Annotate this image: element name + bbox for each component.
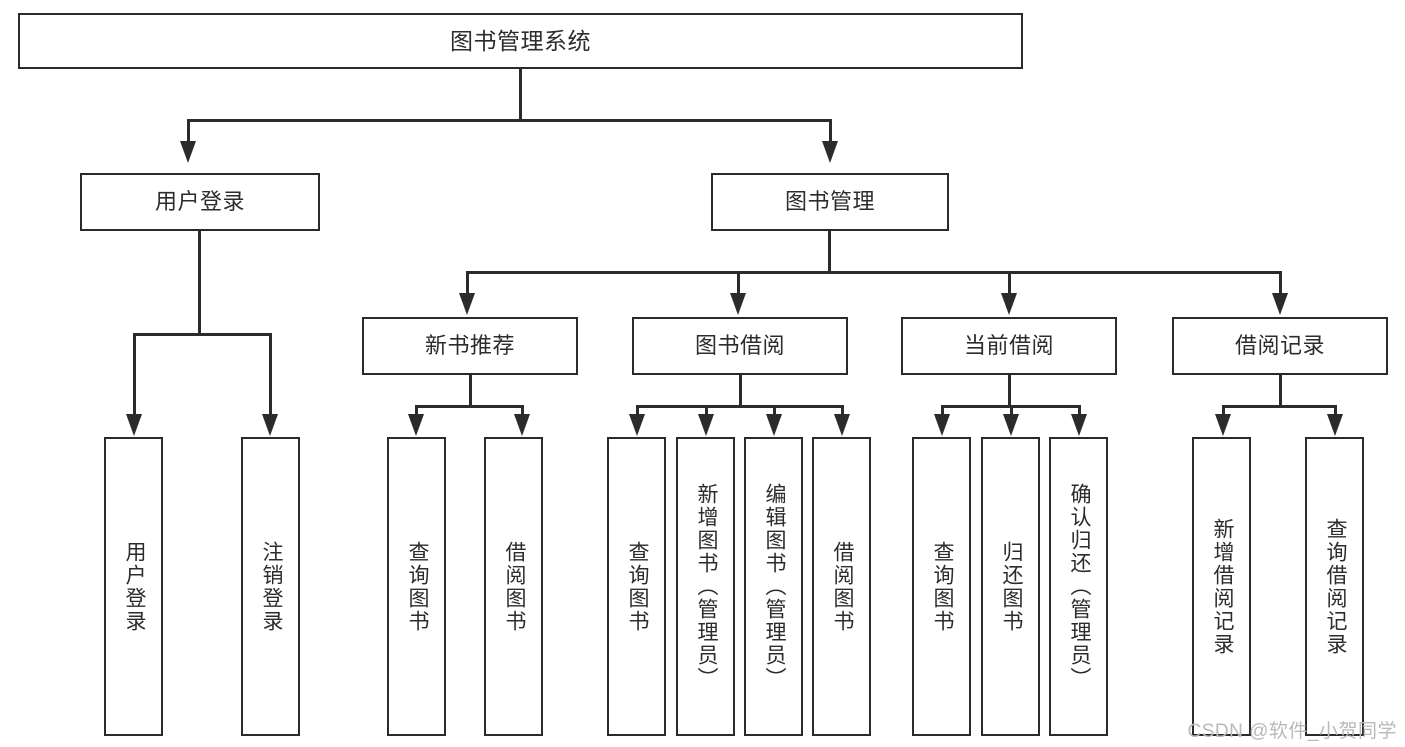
leaf-current-borrow-confirm[interactable]: 确认归还（管理员） (1049, 437, 1108, 736)
arrow-book-borrow-to-leaf-4 (834, 414, 850, 436)
connector-new-book-to-leaf-2 (521, 405, 524, 417)
connector-user-login-stem (198, 231, 201, 335)
connector-borrow-record-to-leaf-2 (1334, 405, 1337, 417)
node-label: 查询借阅记录 (1323, 517, 1347, 656)
leaf-current-borrow-query[interactable]: 查询图书 (912, 437, 971, 736)
arrow-root-to-user-login (180, 141, 196, 163)
node-label: 新增图书（管理员） (694, 483, 718, 690)
leaf-user-login-logout[interactable]: 注销登录 (241, 437, 300, 736)
connector-current-borrow-to-leaf-2 (1010, 405, 1013, 417)
arrow-current-borrow-to-leaf-1 (934, 414, 950, 436)
arrow-borrow-record-to-leaf-2 (1327, 414, 1343, 436)
arrow-root-to-book-manage (822, 141, 838, 163)
arrow-book-borrow-to-leaf-3 (766, 414, 782, 436)
node-book-borrow[interactable]: 图书借阅 (632, 317, 848, 375)
arrow-new-book-to-leaf-1 (408, 414, 424, 436)
leaf-book-borrow-edit[interactable]: 编辑图书（管理员） (744, 437, 803, 736)
leaf-new-book-query[interactable]: 查询图书 (387, 437, 446, 736)
leaf-new-book-borrow[interactable]: 借阅图书 (484, 437, 543, 736)
node-label: 新增借阅记录 (1210, 517, 1234, 656)
node-current-borrow[interactable]: 当前借阅 (901, 317, 1117, 375)
arrow-book-borrow-to-leaf-2 (698, 414, 714, 436)
node-label: 查询图书 (625, 540, 649, 633)
connector-book-borrow-stem (739, 375, 742, 407)
connector-borrow-record-bus (1222, 405, 1337, 408)
connector-book-manage-stem (828, 231, 831, 273)
connector-current-borrow-to-leaf-3 (1078, 405, 1081, 417)
connector-to-borrow-record (1279, 271, 1282, 296)
connector-user-login-to-leaf-2 (269, 333, 272, 417)
watermark: CSDN @软件_小贺同学 (1187, 721, 1397, 742)
node-label: 借阅记录 (1234, 333, 1325, 359)
arrow-borrow-record-to-leaf-1 (1215, 414, 1231, 436)
connector-new-book-bus (415, 405, 523, 408)
connector-user-login-bus (133, 333, 271, 336)
node-borrow-record[interactable]: 借阅记录 (1172, 317, 1388, 375)
connector-book-borrow-to-leaf-2 (705, 405, 708, 417)
node-new-book-recommend[interactable]: 新书推荐 (362, 317, 578, 375)
connector-book-borrow-bus (636, 405, 844, 408)
node-label: 图书管理 (784, 189, 875, 215)
node-label: 借阅图书 (502, 540, 526, 633)
leaf-borrow-record-query[interactable]: 查询借阅记录 (1305, 437, 1364, 736)
node-label: 查询图书 (930, 540, 954, 633)
node-label: 归还图书 (999, 540, 1023, 633)
arrow-to-borrow-record (1272, 293, 1288, 315)
connector-borrow-record-to-leaf-1 (1222, 405, 1225, 417)
node-label: 用户登录 (154, 189, 245, 215)
connector-book-borrow-to-leaf-4 (841, 405, 844, 417)
connector-to-current-borrow (1008, 271, 1011, 296)
node-label: 新书推荐 (424, 333, 515, 359)
connector-borrow-record-stem (1279, 375, 1282, 407)
connector-level3-bus (466, 271, 1280, 274)
node-label: 编辑图书（管理员） (762, 483, 786, 690)
arrow-user-login-to-leaf-2 (262, 414, 278, 436)
arrow-user-login-to-leaf-1 (126, 414, 142, 436)
node-label: 用户登录 (122, 540, 146, 633)
arrow-book-borrow-to-leaf-1 (629, 414, 645, 436)
node-label: 注销登录 (259, 540, 283, 633)
arrow-to-new-book (459, 293, 475, 315)
node-root-system[interactable]: 图书管理系统 (18, 13, 1023, 69)
connector-current-borrow-to-leaf-1 (941, 405, 944, 417)
node-label: 图书借阅 (694, 333, 785, 359)
leaf-book-borrow-query[interactable]: 查询图书 (607, 437, 666, 736)
node-label: 当前借阅 (963, 333, 1054, 359)
arrow-new-book-to-leaf-2 (514, 414, 530, 436)
connector-to-new-book (466, 271, 469, 296)
leaf-current-borrow-return[interactable]: 归还图书 (981, 437, 1040, 736)
connector-root-stem (519, 69, 522, 121)
arrow-to-current-borrow (1001, 293, 1017, 315)
node-book-management[interactable]: 图书管理 (711, 173, 949, 231)
connector-user-login-to-leaf-1 (133, 333, 136, 417)
connector-new-book-to-leaf-1 (415, 405, 418, 417)
node-label: 确认归还（管理员） (1067, 483, 1091, 690)
connector-new-book-stem (469, 375, 472, 407)
leaf-borrow-record-add[interactable]: 新增借阅记录 (1192, 437, 1251, 736)
connector-root-bus (187, 119, 831, 122)
connector-root-to-user-login (187, 119, 190, 144)
node-label: 借阅图书 (830, 540, 854, 633)
connector-root-to-book-manage (829, 119, 832, 144)
node-label: 图书管理系统 (450, 27, 591, 54)
leaf-book-borrow-borrow[interactable]: 借阅图书 (812, 437, 871, 736)
arrow-current-borrow-to-leaf-3 (1071, 414, 1087, 436)
arrow-to-book-borrow (730, 293, 746, 315)
leaf-book-borrow-add[interactable]: 新增图书（管理员） (676, 437, 735, 736)
connector-current-borrow-stem (1008, 375, 1011, 407)
connector-to-book-borrow (737, 271, 740, 296)
node-label: 查询图书 (405, 540, 429, 633)
node-user-login[interactable]: 用户登录 (80, 173, 320, 231)
arrow-current-borrow-to-leaf-2 (1003, 414, 1019, 436)
connector-book-borrow-to-leaf-1 (636, 405, 639, 417)
leaf-user-login-login[interactable]: 用户登录 (104, 437, 163, 736)
connector-book-borrow-to-leaf-3 (773, 405, 776, 417)
